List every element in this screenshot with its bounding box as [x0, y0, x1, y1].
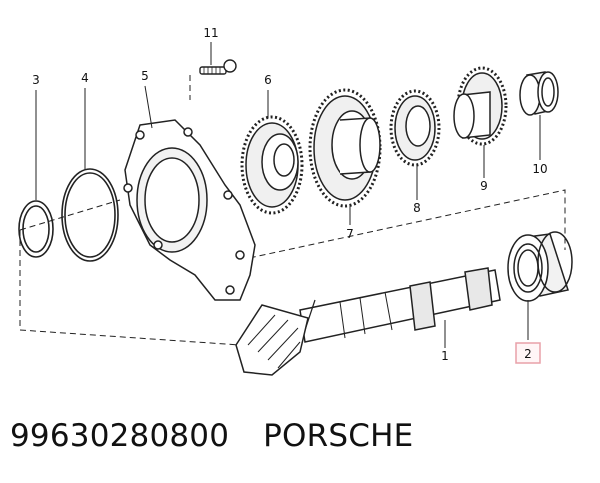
- callout-11: 11: [203, 26, 218, 40]
- callout-2-highlight[interactable]: 2: [515, 342, 541, 364]
- callout-2: 2: [524, 347, 532, 361]
- callout-1: 1: [441, 349, 449, 363]
- callout-8: 8: [413, 201, 421, 215]
- part-11-bolt: [199, 59, 237, 75]
- callout-9: 9: [480, 179, 488, 193]
- part-6-gear: [240, 115, 304, 215]
- exploded-parts-diagram: 3 4 5 11 6 7 8 9 10 1 2: [18, 26, 573, 376]
- part-8-gear: [389, 89, 441, 167]
- part-3-snap-ring: [18, 200, 54, 258]
- callout-10: 10: [532, 162, 547, 176]
- callout-7: 7: [346, 227, 354, 241]
- part-2-bearing: [507, 231, 573, 302]
- callout-leader-lines: [35, 42, 541, 348]
- part-number: 99630280800: [10, 418, 230, 454]
- part-9-gear: [453, 66, 508, 146]
- part-7-gear: [308, 88, 382, 208]
- callout-5: 5: [141, 69, 149, 83]
- part-caption: 99630280800 PORSCHE: [10, 418, 413, 458]
- part-4-o-ring: [61, 168, 119, 262]
- callout-4: 4: [81, 71, 89, 85]
- callout-6: 6: [264, 73, 272, 87]
- part-10-sleeve: [519, 71, 559, 116]
- part-5-bearing-flange: [123, 119, 256, 301]
- brand-name: PORSCHE: [263, 418, 414, 454]
- part-1-pinion-shaft: [235, 267, 501, 376]
- callout-3: 3: [32, 73, 40, 87]
